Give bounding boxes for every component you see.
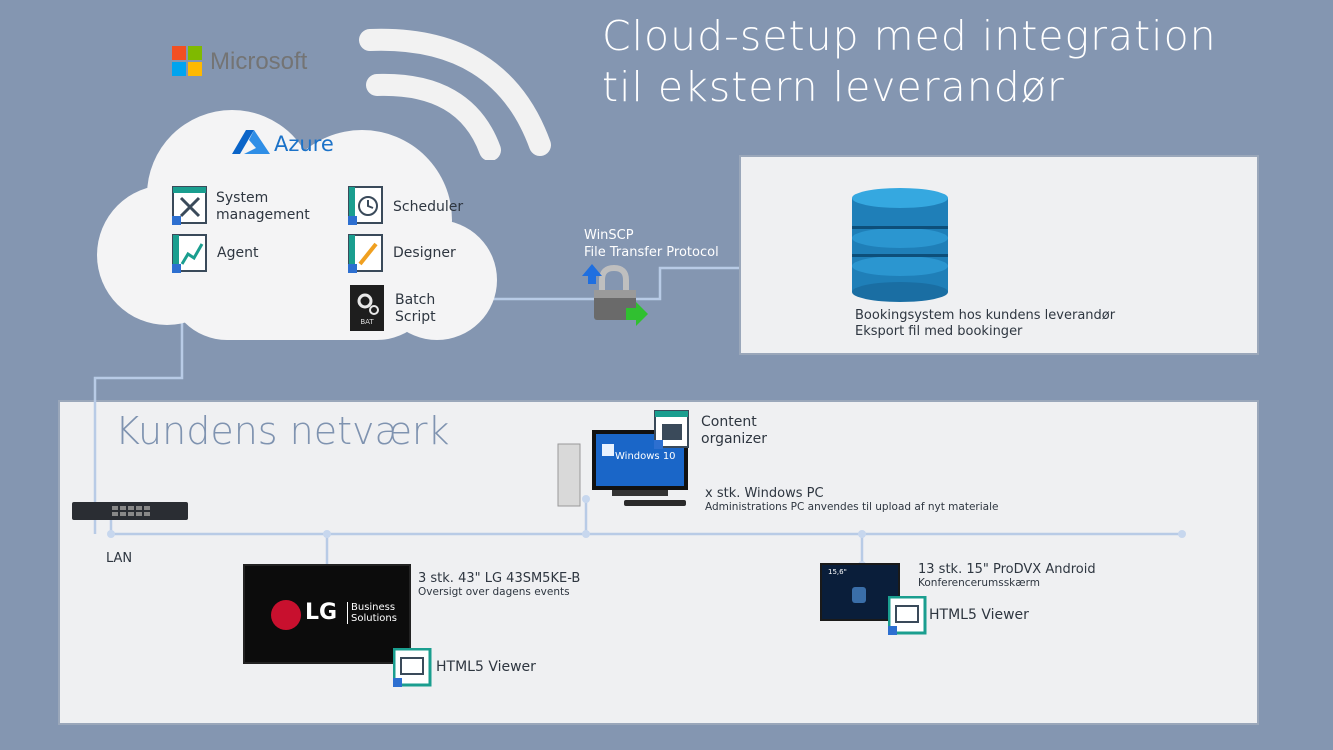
content-organizer-label-1: Content xyxy=(701,414,757,430)
wifi-signal-icon xyxy=(359,28,551,160)
prodvx-viewer-label: HTML5 Viewer xyxy=(929,607,1029,623)
prodvx-screen-tag: 15,6" xyxy=(828,568,847,576)
microsoft-label: Microsoft xyxy=(210,48,308,75)
lg-label-1: 3 stk. 43" LG 43SM5KE-B xyxy=(418,571,581,586)
content-organizer-label-2: organizer xyxy=(701,431,768,447)
designer-label: Designer xyxy=(393,245,456,261)
winscp-label-2: File Transfer Protocol xyxy=(584,245,719,260)
batch-label-2: Script xyxy=(395,309,436,325)
system-management-label-2: management xyxy=(216,207,310,223)
booking-panel xyxy=(739,155,1259,355)
lan-label: LAN xyxy=(106,551,133,566)
lg-label-2: Oversigt over dagens events xyxy=(418,586,570,598)
network-title: Kundens netværk xyxy=(115,409,450,453)
windows-screen-label: Windows 10 xyxy=(615,451,676,462)
prodvx-display-icon: 15,6" xyxy=(820,563,900,621)
title-line-1: Cloud-setup med integration xyxy=(602,12,1217,60)
winscp-lock-icon xyxy=(582,264,648,326)
network-switch-icon xyxy=(72,502,188,520)
lg-logo-icon xyxy=(271,600,301,630)
booking-label-2: Eksport fil med bookinger xyxy=(855,324,1023,339)
lg-brand-sub-2: Solutions xyxy=(351,613,397,624)
lg-html5-viewer-icon xyxy=(392,647,433,692)
batch-badge: BAT xyxy=(360,318,374,326)
batch-label-1: Batch xyxy=(395,292,436,308)
prodvx-html5-viewer-icon xyxy=(887,595,928,640)
booking-label-1: Bookingsystem hos kundens leverandør xyxy=(855,308,1116,323)
windows-pc-label-1: x stk. Windows PC xyxy=(705,486,824,501)
azure-logo-icon xyxy=(232,130,270,154)
database-icon xyxy=(852,188,948,302)
winscp-label-1: WinSCP xyxy=(584,228,634,243)
batch-script-icon: BAT xyxy=(350,285,384,331)
microsoft-logo-icon xyxy=(172,46,202,76)
azure-label: Azure xyxy=(274,132,334,156)
content-organizer-icon xyxy=(654,410,690,454)
windows-pc-label-2: Administrations PC anvendes til upload a… xyxy=(705,501,999,513)
prodvx-label-1: 13 stk. 15" ProDVX Android xyxy=(918,562,1096,577)
agent-label: Agent xyxy=(217,245,259,261)
agent-to-switch-line xyxy=(93,289,184,510)
scheduler-icon xyxy=(348,186,384,230)
designer-icon xyxy=(348,234,384,278)
lg-brand: LG xyxy=(305,600,338,625)
scheduler-label: Scheduler xyxy=(393,199,464,215)
prodvx-label-2: Konferencerumsskærm xyxy=(918,577,1040,589)
system-management-label-1: System xyxy=(216,190,269,206)
title-line-2: til ekstern leverandør xyxy=(602,63,1065,111)
system-management-icon xyxy=(172,186,208,230)
lg-display-icon: LG Business Solutions xyxy=(243,564,411,664)
agent-icon xyxy=(172,234,208,278)
lg-viewer-label: HTML5 Viewer xyxy=(436,659,536,675)
lg-brand-sub-1: Business xyxy=(351,602,396,613)
